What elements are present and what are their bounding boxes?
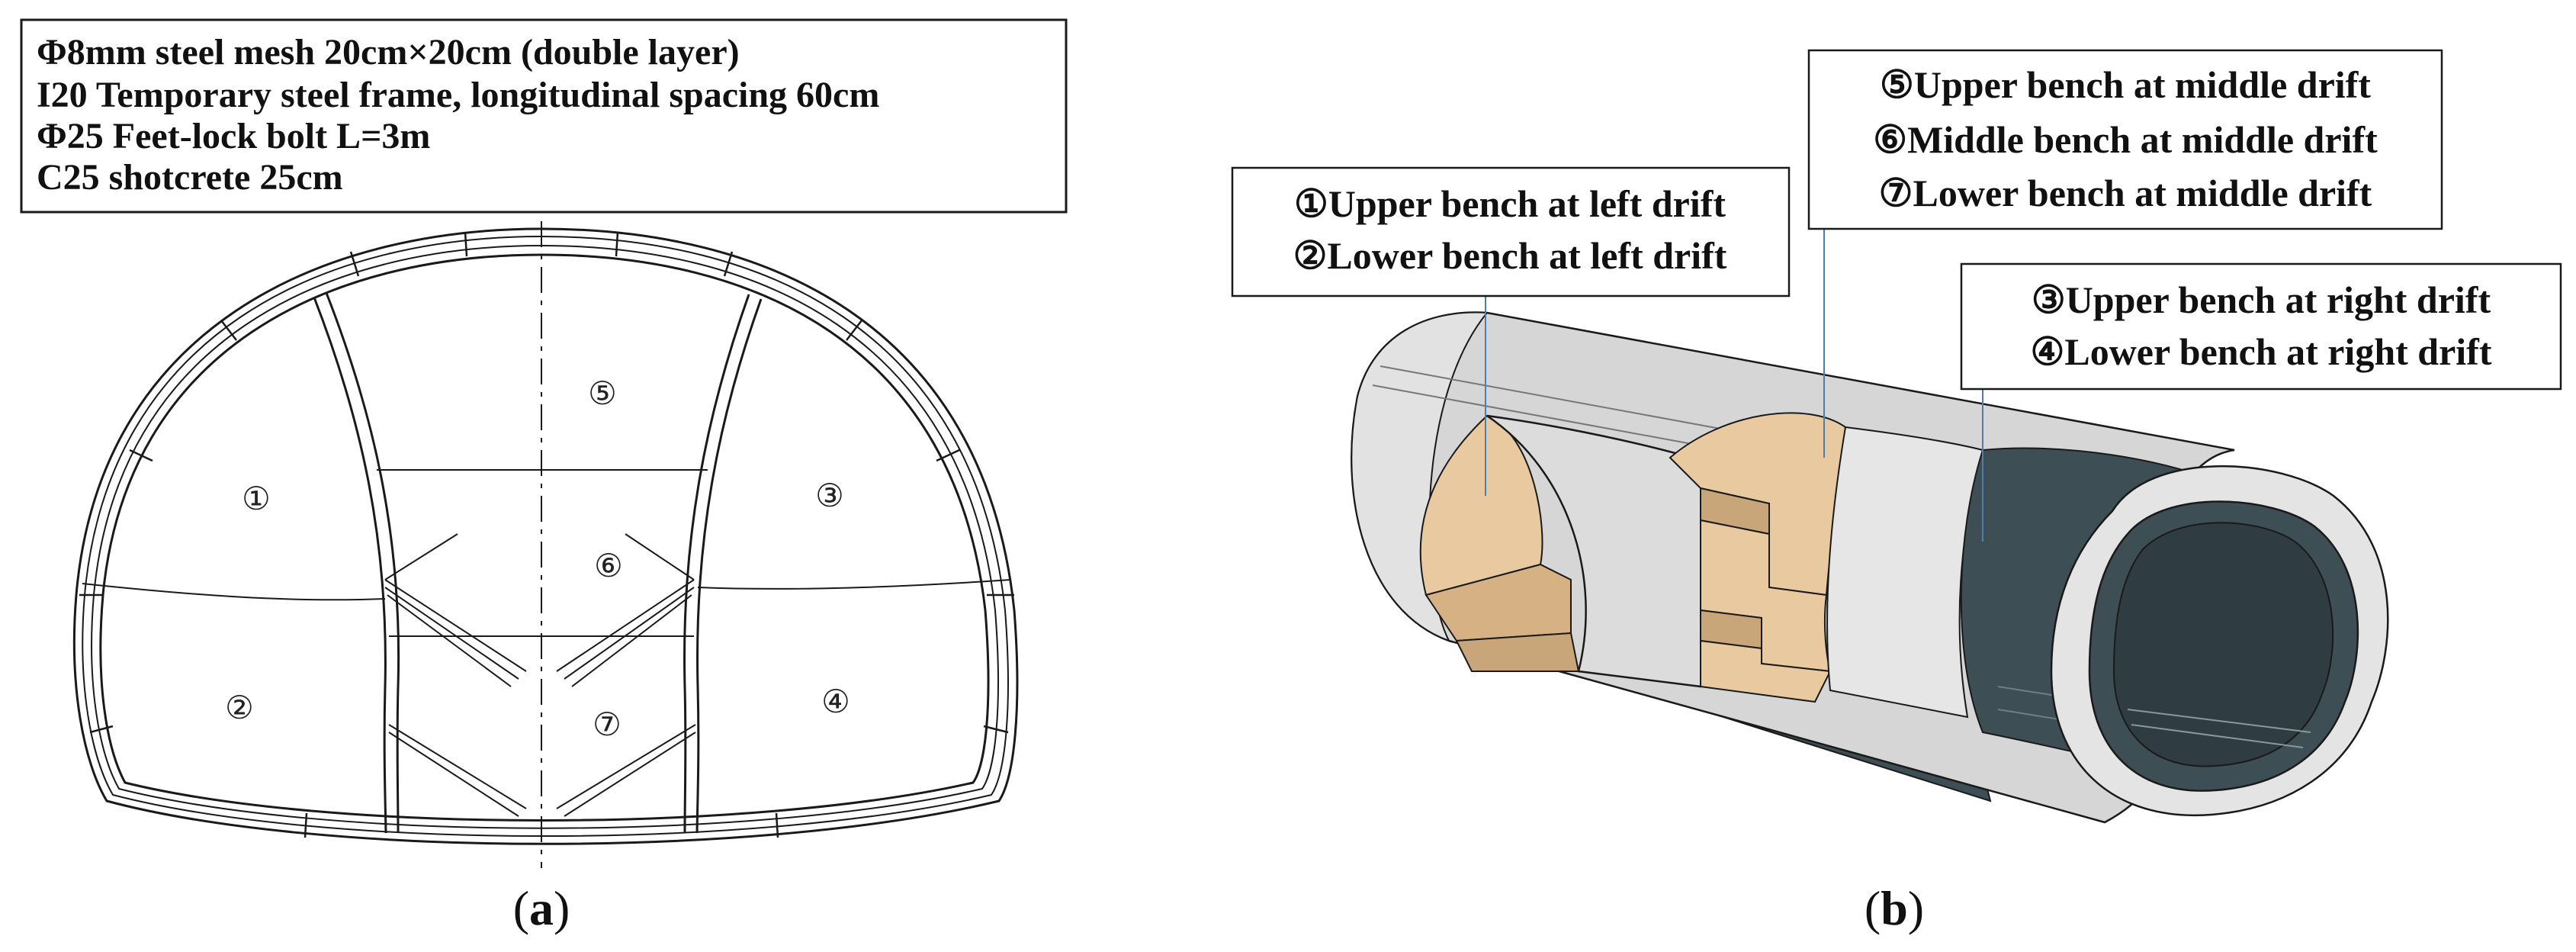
- caption-a: (a): [513, 881, 570, 935]
- label-left-upper: ①Upper bench at left drift: [1294, 182, 1726, 225]
- lining-line: [82, 235, 1009, 837]
- lining-inner: [99, 253, 990, 822]
- lining-ticks: [79, 231, 1014, 838]
- region-label-6: ⑥: [594, 549, 623, 584]
- label-left-lower: ②Lower bench at left drift: [1293, 234, 1727, 277]
- label-middle-middle: ⑥Middle bench at middle drift: [1873, 118, 2378, 161]
- right-inner-lining: [1826, 426, 1984, 719]
- right-frame: [695, 298, 763, 834]
- panel-a: Φ8mm steel mesh 20cm×20cm (double layer)…: [20, 18, 1068, 935]
- caption-b: (b): [1865, 881, 1924, 935]
- region-label-7: ⑦: [593, 708, 622, 743]
- spec-line: Φ8mm steel mesh 20cm×20cm (double layer): [37, 32, 740, 72]
- end-ring-hole: [2112, 522, 2334, 767]
- left-bench-line: [82, 583, 386, 601]
- panel-b: ①Upper bench at left drift ②Lower bench …: [1231, 49, 2562, 935]
- left-drift-wall: [1455, 632, 1580, 672]
- right-frame: [683, 294, 750, 834]
- label-box-left-drift: ①Upper bench at left drift ②Lower bench …: [1231, 166, 1791, 298]
- label-box-right-drift: ③Upper bench at right drift ④Lower bench…: [1960, 262, 2562, 391]
- spec-line: Φ25 Feet-lock bolt L=3m: [37, 116, 430, 156]
- label-middle-upper: ⑤Upper bench at middle drift: [1880, 63, 2371, 106]
- left-frame: [313, 297, 387, 834]
- left-drift-lower-step: [1425, 563, 1572, 642]
- region-labels: ① ② ③ ④ ⑤ ⑥ ⑦: [225, 377, 850, 743]
- lining-outer: [72, 227, 1019, 845]
- spec-line: I20 Temporary steel frame, longitudinal …: [37, 75, 879, 115]
- lining-line: [91, 244, 999, 829]
- spec-line: C25 shotcrete 25cm: [37, 157, 343, 198]
- feet-lock-bolts: [384, 533, 696, 817]
- end-ring-floor: [2127, 709, 2311, 748]
- bench-lines: [82, 469, 1011, 637]
- leader-lines: [1485, 229, 1983, 542]
- spec-box: Φ8mm steel mesh 20cm×20cm (double layer)…: [20, 18, 1068, 214]
- region-label-1: ①: [242, 482, 271, 517]
- region-label-4: ④: [821, 685, 850, 720]
- label-middle-lower: ⑦Lower bench at middle drift: [1879, 172, 2372, 214]
- temporary-frames: [313, 292, 763, 834]
- tunnel-section: [72, 227, 1019, 845]
- tunnel-3d: [1351, 229, 2389, 824]
- left-frame: [325, 292, 400, 834]
- region-label-5: ⑤: [588, 377, 617, 412]
- label-box-middle-drift: ⑤Upper bench at middle drift ⑥Middle ben…: [1807, 49, 2443, 230]
- right-bench-line: [697, 579, 1011, 590]
- region-label-2: ②: [225, 691, 254, 726]
- tunnel-shell-cap: [1351, 311, 1489, 642]
- region-label-3: ③: [815, 479, 844, 514]
- label-right-upper: ③Upper bench at right drift: [2032, 278, 2491, 321]
- label-right-lower: ④Lower bench at right drift: [2031, 330, 2492, 373]
